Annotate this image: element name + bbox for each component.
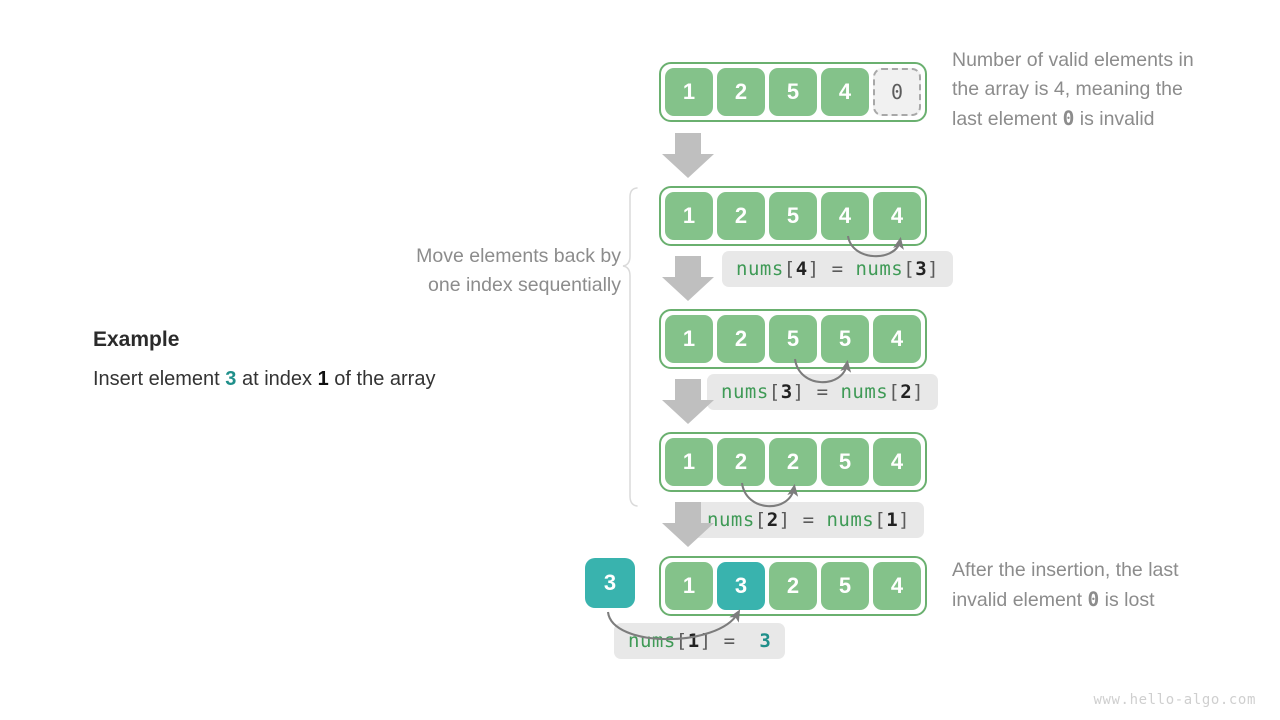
- watermark: www.hello-algo.com: [1093, 692, 1256, 708]
- note-top-line1: Number of valid elements in: [952, 49, 1194, 71]
- array-cell: 4: [873, 438, 921, 486]
- array-row-initial: 1 2 5 4 0: [659, 62, 927, 122]
- array-row-step-2: 1 2 5 5 4: [659, 309, 927, 369]
- code-index: 1: [886, 509, 899, 531]
- array-cell: 4: [821, 192, 869, 240]
- code-identifier: nums: [736, 258, 784, 280]
- group-brace: [622, 187, 638, 507]
- code-identifier: nums: [628, 630, 676, 652]
- array-row-final: 1 3 2 5 4: [659, 556, 927, 616]
- code-index: 2: [766, 509, 779, 531]
- array-cell: 4: [873, 562, 921, 610]
- code-equals: =: [816, 381, 829, 403]
- code-identifier: nums: [721, 381, 769, 403]
- code-value: 3: [759, 630, 772, 652]
- example-pre: Insert element: [93, 368, 226, 390]
- note-brace-line2: one index sequentially: [428, 274, 621, 296]
- array-cell: 1: [665, 438, 713, 486]
- example-post: of the array: [328, 368, 436, 390]
- code-index: 4: [795, 258, 808, 280]
- code-bracket-close: ]: [927, 258, 940, 280]
- example-description: Insert element 3 at index 1 of the array: [93, 368, 435, 391]
- note-top-zero: 0: [1062, 107, 1075, 130]
- code-bracket-close: ]: [778, 509, 791, 531]
- code-bracket-open: [: [783, 258, 796, 280]
- down-arrow-2: [662, 256, 714, 301]
- code-index: 3: [915, 258, 928, 280]
- code-bracket-close: ]: [807, 258, 820, 280]
- code-identifier: nums: [826, 509, 875, 531]
- code-equals: =: [802, 509, 815, 531]
- note-bottom-line2-post: is lost: [1099, 589, 1155, 611]
- code-bracket-close: ]: [912, 381, 925, 403]
- array-cell-invalid: 0: [873, 68, 921, 116]
- code-identifier: nums: [707, 509, 755, 531]
- code-index: 2: [900, 381, 913, 403]
- insert-value-box: 3: [585, 558, 635, 608]
- code-bracket-close: ]: [898, 509, 911, 531]
- note-bottom-line2-pre: invalid element: [952, 589, 1088, 611]
- code-identifier: nums: [840, 381, 889, 403]
- array-cell: 2: [717, 68, 765, 116]
- note-brace-line1: Move elements back by: [416, 245, 621, 267]
- code-bracket-open: [: [903, 258, 916, 280]
- code-nums4-eq-nums3: nums[4] = nums[3]: [722, 251, 954, 287]
- array-cell: 2: [769, 562, 817, 610]
- note-top: Number of valid elements in the array is…: [952, 46, 1262, 134]
- array-cell: 5: [821, 315, 869, 363]
- code-bracket-close: ]: [699, 630, 712, 652]
- array-cell: 1: [665, 192, 713, 240]
- note-top-line3-post: is invalid: [1074, 108, 1155, 130]
- note-top-line2: the array is 4, meaning the: [952, 78, 1183, 100]
- down-arrow-1: [662, 133, 714, 178]
- code-bracket-open: [: [675, 630, 688, 652]
- array-cell: 2: [717, 315, 765, 363]
- array-cell: 4: [873, 315, 921, 363]
- array-cell-inserted: 3: [717, 562, 765, 610]
- code-index: 1: [687, 630, 700, 652]
- code-nums3-eq-nums2: nums[3] = nums[2]: [707, 374, 939, 410]
- array-row-step-3: 1 2 2 5 4: [659, 432, 927, 492]
- note-bottom: After the insertion, the last invalid el…: [952, 556, 1262, 615]
- array-cell: 4: [873, 192, 921, 240]
- array-cell: 2: [769, 438, 817, 486]
- code-bracket-open: [: [768, 381, 781, 403]
- note-brace: Move elements back by one index sequenti…: [351, 242, 621, 300]
- array-cell: 4: [821, 68, 869, 116]
- array-cell: 5: [769, 68, 817, 116]
- example-title: Example: [93, 328, 180, 351]
- code-bracket-open: [: [888, 381, 901, 403]
- array-cell: 2: [717, 438, 765, 486]
- code-bracket-open: [: [754, 509, 767, 531]
- note-top-line3-pre: last element: [952, 108, 1063, 130]
- array-cell: 5: [769, 315, 817, 363]
- array-cell: 1: [665, 315, 713, 363]
- array-row-step-1: 1 2 5 4 4: [659, 186, 927, 246]
- note-bottom-line1: After the insertion, the last: [952, 559, 1179, 581]
- insert-value-label: 3: [603, 570, 617, 595]
- code-nums1-eq-3: nums[1] = 3: [614, 623, 786, 659]
- code-nums2-eq-nums1: nums[2] = nums[1]: [693, 502, 925, 538]
- note-bottom-zero: 0: [1087, 588, 1100, 611]
- code-identifier: nums: [855, 258, 904, 280]
- array-cell: 2: [717, 192, 765, 240]
- example-value: 3: [225, 368, 237, 390]
- code-index: 3: [780, 381, 793, 403]
- array-cell: 5: [821, 438, 869, 486]
- code-equals: =: [831, 258, 844, 280]
- array-cell: 1: [665, 68, 713, 116]
- example-index: 1: [317, 368, 329, 390]
- array-cell: 5: [769, 192, 817, 240]
- code-bracket-open: [: [874, 509, 887, 531]
- array-cell: 1: [665, 562, 713, 610]
- example-mid: at index: [236, 368, 318, 390]
- code-bracket-close: ]: [792, 381, 805, 403]
- array-cell: 5: [821, 562, 869, 610]
- code-equals: =: [723, 630, 736, 652]
